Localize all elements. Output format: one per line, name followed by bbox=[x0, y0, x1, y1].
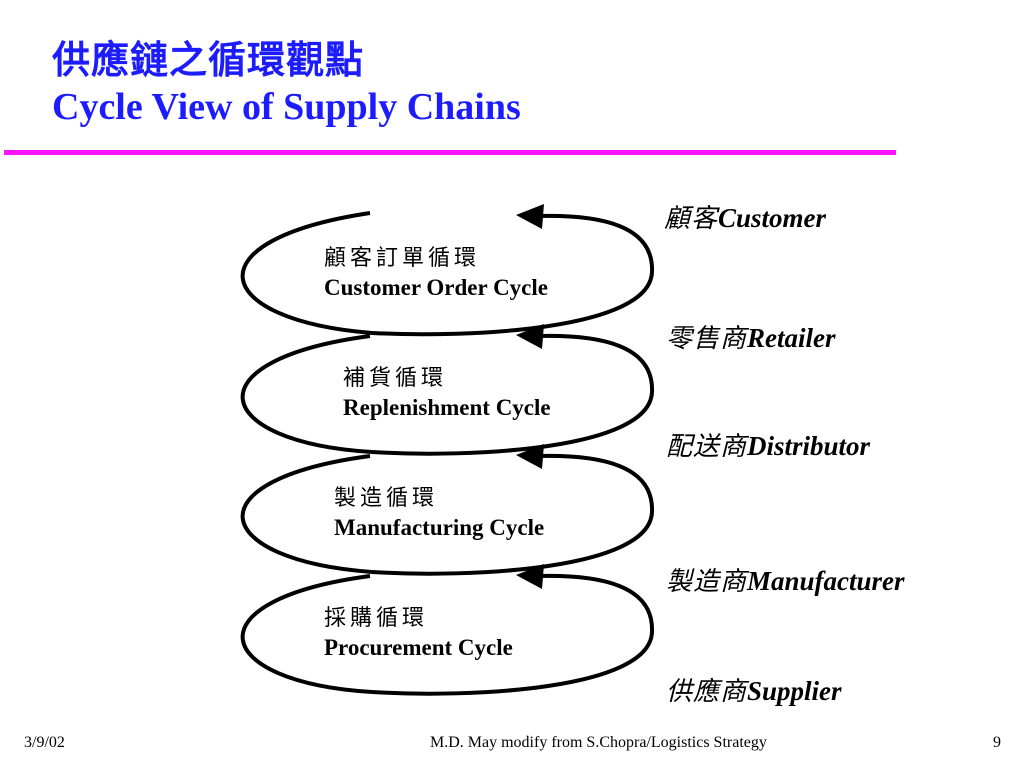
cycle-loop-procurement bbox=[240, 564, 655, 696]
party-customer: 顧客Customer bbox=[664, 203, 827, 233]
party-distributor: 配送商Distributor bbox=[666, 431, 871, 461]
arrowhead bbox=[516, 444, 544, 469]
cycle-label-replenishment: 補貨循環 Replenishment Cycle bbox=[343, 365, 551, 420]
cycle-label-customer-order: 顧客訂單循環 Customer Order Cycle bbox=[324, 245, 548, 300]
cycle-label-manufacturing: 製造循環 Manufacturing Cycle bbox=[334, 485, 545, 540]
title-english: Cycle View of Supply Chains bbox=[52, 86, 521, 128]
slide-title: 供應鏈之循環觀點 Cycle View of Supply Chains bbox=[52, 38, 521, 130]
title-divider bbox=[4, 150, 896, 155]
party-manufacturer: 製造商Manufacturer bbox=[666, 566, 905, 596]
arrowhead bbox=[516, 324, 544, 349]
title-chinese: 供應鏈之循環觀點 bbox=[52, 40, 365, 82]
cycle-loop-manufacturing bbox=[240, 444, 655, 576]
footer-credit: M.D. May modify from S.Chopra/Logistics … bbox=[430, 734, 767, 751]
cycle-loop-replenishment bbox=[240, 324, 655, 456]
cycle-label-procurement: 採購循環 Procurement Cycle bbox=[324, 605, 513, 660]
cycle-loop-customer-order bbox=[240, 204, 655, 337]
footer-page-number: 9 bbox=[993, 734, 1001, 751]
party-supplier: 供應商Supplier bbox=[666, 676, 842, 706]
arrowhead bbox=[516, 204, 544, 229]
arrowhead bbox=[516, 564, 544, 589]
footer-date: 3/9/02 bbox=[24, 734, 65, 751]
party-retailer: 零售商Retailer bbox=[666, 323, 836, 353]
